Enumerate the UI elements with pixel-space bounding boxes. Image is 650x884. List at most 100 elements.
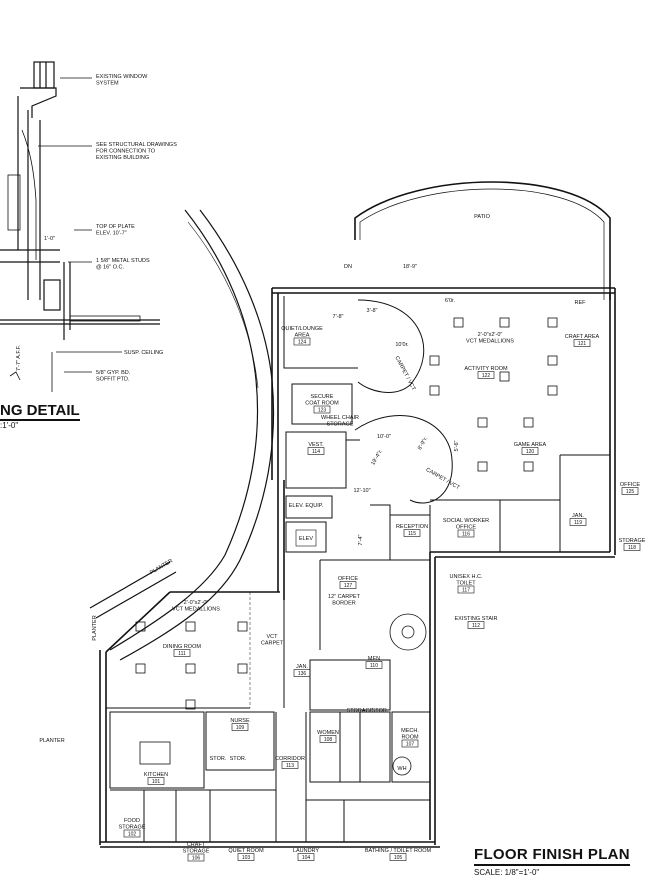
plan-note-wh-line: WH (397, 766, 406, 772)
plan-note-carpet-vct-2: CARPET / VCT (425, 467, 461, 491)
room-number-box (187, 853, 205, 862)
plan-note-stor-b-line: STOR. (230, 756, 247, 762)
room-number-box (173, 649, 191, 657)
room-number: 121 (578, 341, 587, 347)
room-number-box (281, 761, 299, 769)
detail-title: NG DETAIL (0, 402, 80, 421)
detail-note-gyp-line: SOFFIT PTD. (96, 377, 130, 383)
plan-note-dim-18-9: 18'-9" (403, 264, 417, 270)
room-label-vest: VEST.114 (307, 442, 325, 455)
room-label-quiet-lounge-line: QUIET/LOUNGE (281, 326, 323, 332)
room-label-social-worker-line: SOCIAL WORKER (443, 518, 489, 524)
interior-walls (106, 296, 610, 842)
plan-note-ref-line: REF (575, 300, 587, 306)
room-number-box (297, 853, 315, 861)
room-label-mech-room-line: ROOM (401, 735, 419, 741)
room-number: 136 (298, 671, 307, 677)
plan-note-planter-1: PLANTER (149, 558, 174, 576)
plan-note-dim-10-0r-line: 10'0r. (395, 342, 409, 348)
plan-note-dim-5-6-line: 5'-6" (454, 440, 460, 451)
room-number-box (147, 777, 165, 785)
room-label-coat-room-line: SECURE (311, 394, 334, 400)
room-number: 117 (462, 588, 470, 594)
plan-note-stor-c-line: STOR. (372, 708, 389, 714)
detail-note-window-line: SYSTEM (96, 81, 119, 87)
plan-note-vct-activity: 2'-0"x2'-0"VCT MEDALLIONS (466, 332, 514, 345)
plan-note-stor-a: STOR. (210, 756, 227, 762)
room-number-box (403, 529, 421, 537)
room-number: 127 (344, 583, 353, 589)
building-outline (99, 181, 616, 848)
plan-note-dim-10-0: 10'-0" (377, 434, 391, 440)
room-number: 103 (242, 855, 251, 861)
plan-note-planter-3-line: PLANTER (39, 738, 64, 744)
room-label-food-storage-line: FOOD (124, 818, 140, 824)
plan-note-vct-activity-line: 2'-0"x2'-0" (478, 332, 503, 338)
plan-note-wheel-chair-line: WHEEL CHAIR (321, 415, 359, 421)
room-number-box (573, 339, 591, 347)
room-number: 116 (462, 532, 470, 538)
room-label-patio-line: PATIO (474, 214, 490, 220)
room-number-box (467, 621, 485, 629)
room-label-laundry-line: LAUNDRY (293, 848, 320, 854)
room-number: 120 (526, 449, 535, 455)
plan-note-dim-18-9-line: 18'-9" (403, 264, 417, 270)
room-label-elev-equip: ELEV. EQUIP. (289, 503, 324, 509)
plan-note-vct-carpet-line: CARPET (261, 641, 284, 647)
detail-note-studs-line: @ 16" O.C. (96, 265, 124, 271)
room-label-existing-stair-line: EXISTING STAIR (455, 616, 498, 622)
room-number-box (293, 669, 311, 677)
room-label-coat-room-line: COAT ROOM (305, 401, 339, 407)
plan-note-planter-3: PLANTER (39, 738, 64, 744)
room-number-box (457, 585, 475, 594)
room-number: 111 (178, 651, 186, 657)
plan-note-dn-line: DN (344, 264, 352, 270)
room-label-mech-room-line: MECH. (401, 728, 419, 734)
plan-note-vct-activity-line: VCT MEDALLIONS (466, 339, 514, 345)
plan-note-carpet-vct-2-line: CARPET / VCT (425, 467, 461, 491)
room-label-game-area-line: GAME AREA (514, 442, 547, 448)
room-number-box (231, 723, 249, 731)
plan-note-storage-a: STORAGE (347, 708, 374, 714)
room-number: 125 (626, 489, 635, 495)
room-label-patio: PATIO (474, 214, 490, 220)
room-number-box (339, 581, 357, 589)
room-number: 107 (406, 742, 415, 748)
room-number: 101 (152, 779, 161, 785)
plan-note-dim-12-10-line: 12'-10" (353, 488, 370, 494)
room-label-activity-line: ACTIVITY ROOM (464, 366, 508, 372)
plan-note-ref: REF (575, 300, 587, 306)
room-label-jan-136: JAN.136 (293, 664, 311, 677)
plan-note-dim-7-8: 7'-8" (333, 314, 344, 320)
room-number: 113 (286, 763, 294, 769)
detail-note-gyp-line: 5/8" GYP. BD. (96, 370, 131, 376)
detail-note-aff-line: 7'-7" A.F.F. (16, 345, 22, 371)
room-label-food-storage-line: STORAGE (119, 825, 146, 831)
room-number: 123 (318, 408, 327, 414)
room-label-dining-line: DINING ROOM (163, 644, 201, 650)
room-number-box (477, 371, 495, 379)
room-label-elev-line: ELEV (299, 536, 313, 542)
detail-note-structural-line: EXISTING BUILDING (96, 155, 149, 161)
plan-note-vct-dining-line: 2'-0"x2'-0" (184, 600, 209, 606)
plan-note-dim-7-8-line: 7'-8" (333, 314, 344, 320)
room-number: 109 (236, 725, 245, 731)
detail-note-ceiling: SUSP. CEILING (124, 350, 163, 356)
